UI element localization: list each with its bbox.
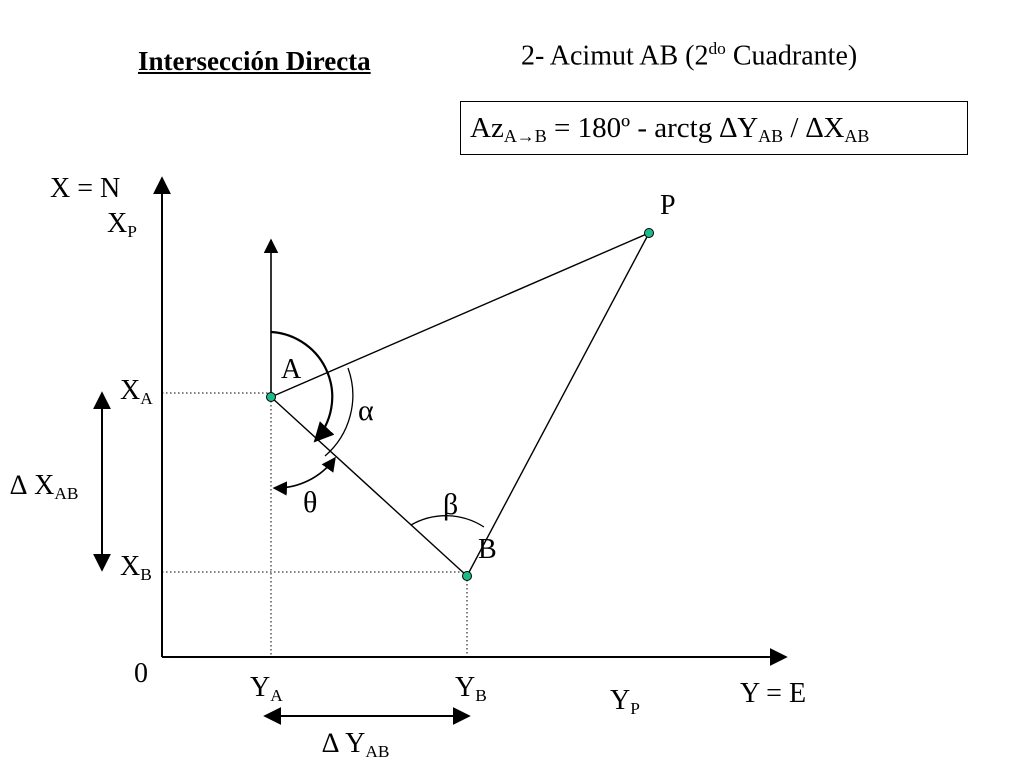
diagram-subtitle: 2- Acimut AB (2do Cuadrante) <box>521 40 857 70</box>
formula-dy-sub: AB <box>758 126 784 147</box>
subtitle-main: 2- Acimut AB (2 <box>521 40 709 72</box>
beta-arc <box>410 515 485 528</box>
tick-xb: XB <box>120 551 152 584</box>
tick-xb-sub: B <box>140 564 152 584</box>
point-b <box>462 571 472 581</box>
subtitle-sup: do <box>708 39 726 58</box>
origin-label: 0 <box>134 658 148 689</box>
tick-xp: XP <box>107 208 137 241</box>
tick-yb-main: Y <box>455 672 476 703</box>
tick-yp-main: Y <box>610 685 631 716</box>
formula-eq: = 180º - arctg ∆Y <box>546 112 759 144</box>
side-ap <box>270 232 650 398</box>
formula-box <box>460 101 968 155</box>
point-p <box>644 228 654 238</box>
delta-y-sub: AB <box>365 741 390 761</box>
tick-ya-sub: A <box>270 685 283 705</box>
tick-yp-sub: P <box>630 698 640 718</box>
point-a <box>266 392 276 402</box>
delta-y-label: ∆ YAB <box>322 728 390 761</box>
tick-ya: YA <box>250 672 283 705</box>
beta-label: β <box>443 488 459 521</box>
formula-div: / ∆X <box>783 112 845 144</box>
tick-yb-sub: B <box>475 685 487 705</box>
formula-az: Az <box>470 112 504 144</box>
azimuth-formula: AzA→B = 180º - arctg ∆YAB / ∆XAB <box>470 112 870 147</box>
theta-label: θ <box>303 486 318 519</box>
side-ab <box>270 396 468 577</box>
diagram-title: Intersección Directa <box>138 46 371 76</box>
tick-xa-main: X <box>120 375 141 406</box>
point-a-label: A <box>281 354 302 385</box>
azimuth-arc <box>270 330 335 443</box>
x-axis-label: X = N <box>50 173 121 204</box>
theta-arc <box>272 456 336 496</box>
tick-xp-sub: P <box>127 221 137 241</box>
tick-ya-main: Y <box>250 672 271 703</box>
point-p-label: P <box>660 190 676 221</box>
delta-y-main: ∆ Y <box>322 728 366 759</box>
alpha-arc <box>324 367 354 457</box>
formula-dx-sub: AB <box>844 126 870 147</box>
side-bp <box>466 232 650 577</box>
delta-x-sub: AB <box>54 483 79 503</box>
tick-yp: YP <box>610 685 640 718</box>
formula-az-sub: A→B <box>503 126 547 147</box>
tick-xb-main: X <box>120 551 141 582</box>
alpha-label: α <box>358 394 374 427</box>
point-b-label: B <box>478 534 497 565</box>
delta-x-label: ∆ XAB <box>10 470 79 503</box>
delta-x-main: ∆ X <box>10 470 55 501</box>
tick-xa: XA <box>120 375 153 408</box>
tick-xa-sub: A <box>140 388 153 408</box>
tick-yb: YB <box>455 672 487 705</box>
y-axis-label: Y = E <box>740 678 807 709</box>
subtitle-end: Cuadrante) <box>725 40 858 72</box>
tick-xp-main: X <box>107 208 128 239</box>
